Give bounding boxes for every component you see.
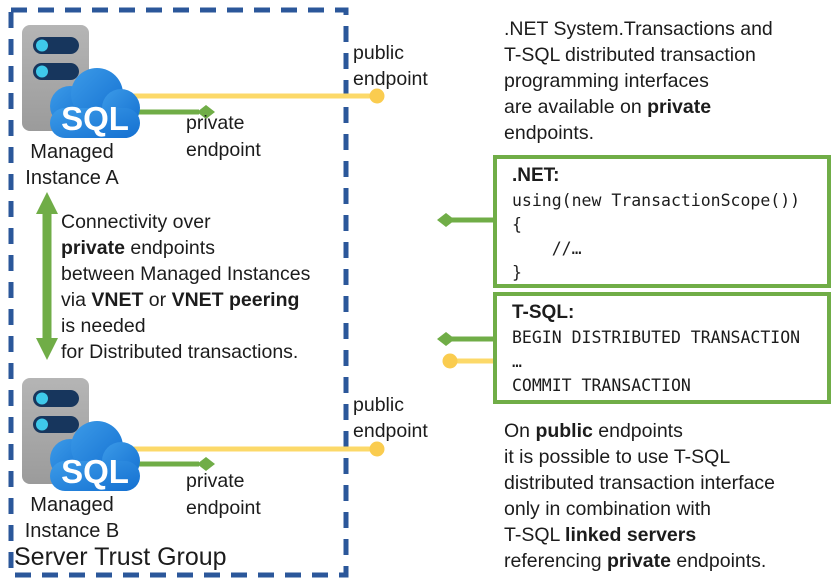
instance-b-label-line1: Managed	[30, 494, 114, 516]
tsql-box-connector-yellow-dot	[442, 353, 458, 369]
connectivity-note-line2: private endpoints	[61, 237, 215, 259]
public-endpoint-label-top: public endpoint	[353, 40, 428, 92]
tsql-code-line3: COMMIT TRANSACTION	[512, 376, 691, 395]
net-code-line1: using(new TransactionScope())	[512, 191, 801, 210]
tsql-code-box-title: T-SQL:	[512, 302, 575, 323]
net-code-box-title: .NET:	[512, 165, 560, 186]
private-endpoint-label-top-line1: private	[186, 112, 245, 134]
availability-note-line3: programming interfaces	[504, 70, 709, 92]
instance-a-label-line1: Managed	[30, 141, 114, 163]
usage-note-line1: On public endpoints	[504, 420, 683, 442]
instance-a-label-line2: Instance A	[25, 167, 119, 189]
server-led	[36, 39, 48, 52]
vnet-double-arrow-head-down	[36, 338, 58, 360]
sql-cloud-icon: SQL	[50, 68, 140, 138]
tsql-code-box: T-SQL: BEGIN DISTRIBUTED TRANSACTION … C…	[493, 292, 831, 404]
instance-a-label: Managed Instance A	[4, 139, 140, 191]
public-endpoint-dot-bottom	[369, 441, 385, 457]
availability-note-line2: T-SQL distributed transaction	[504, 44, 756, 66]
connectivity-note-line4: via VNET or VNET peering	[61, 289, 300, 311]
instance-b-label: Managed Instance B	[4, 492, 140, 544]
usage-note-line3: distributed transaction interface	[504, 472, 775, 494]
tsql-code-line2: …	[512, 352, 522, 371]
availability-note-line1: .NET System.Transactions and	[504, 18, 773, 40]
instance-b-label-line2: Instance B	[24, 520, 120, 542]
private-endpoint-diamond-top	[197, 105, 215, 119]
net-tsql-availability-note: .NET System.Transactions and T-SQL distr…	[504, 16, 773, 146]
private-endpoint-label-bottom: private endpoint	[186, 468, 261, 522]
server-led	[36, 65, 48, 78]
availability-note-line5: endpoints.	[504, 122, 594, 144]
private-endpoint-label-top-line2: endpoint	[186, 139, 261, 161]
usage-note-line2: it is possible to use T-SQL	[504, 446, 731, 468]
server-led	[36, 392, 48, 405]
server-trust-group-title: Server Trust Group	[14, 543, 227, 571]
public-endpoint-usage-note: On public endpoints it is possible to us…	[504, 418, 775, 574]
net-box-connector-diamond	[437, 213, 455, 227]
managed-instance-b-icon: SQL	[22, 378, 140, 491]
net-code-line3: //…	[512, 239, 582, 258]
private-endpoint-label-bottom-line2: endpoint	[186, 497, 261, 519]
public-endpoint-label-top-line1: public	[353, 42, 404, 64]
net-code-box: .NET: using(new TransactionScope()) { //…	[493, 155, 831, 288]
connectivity-note-line1: Connectivity over	[61, 211, 211, 233]
public-endpoint-label-top-line2: endpoint	[353, 68, 428, 90]
net-code-line4: }	[512, 263, 522, 282]
sql-logo-text: SQL	[61, 100, 129, 137]
server-led	[36, 418, 48, 431]
connectivity-note-line5: is needed	[61, 315, 146, 337]
public-endpoint-dot-top	[369, 88, 385, 104]
private-endpoint-diamond-bottom	[197, 457, 215, 471]
net-code-line2: {	[512, 215, 522, 234]
usage-note-line6: referencing private endpoints.	[504, 550, 767, 572]
private-endpoint-label-bottom-line1: private	[186, 470, 245, 492]
availability-note-line4: are available on private	[504, 96, 712, 118]
vnet-double-arrow-head-up	[36, 192, 58, 214]
public-endpoint-label-bottom-line1: public	[353, 394, 404, 416]
usage-note-line5: T-SQL linked servers	[504, 524, 697, 546]
tsql-code-line1: BEGIN DISTRIBUTED TRANSACTION	[512, 328, 801, 347]
private-endpoint-label-top: private endpoint	[186, 110, 261, 164]
public-endpoint-label-bottom-line2: endpoint	[353, 420, 428, 442]
sql-cloud-icon: SQL	[50, 421, 140, 491]
public-endpoint-label-bottom: public endpoint	[353, 392, 428, 444]
usage-note-line4: only in combination with	[504, 498, 712, 520]
connectivity-note-line3: between Managed Instances	[61, 263, 311, 285]
tsql-box-connector-diamond	[437, 332, 455, 346]
connectivity-note: Connectivity over private endpoints betw…	[61, 209, 310, 365]
managed-instance-a-icon: SQL	[22, 25, 140, 138]
connectivity-note-line6: for Distributed transactions.	[61, 341, 299, 363]
sql-logo-text: SQL	[61, 453, 129, 490]
server-trust-group-border	[8, 7, 349, 578]
